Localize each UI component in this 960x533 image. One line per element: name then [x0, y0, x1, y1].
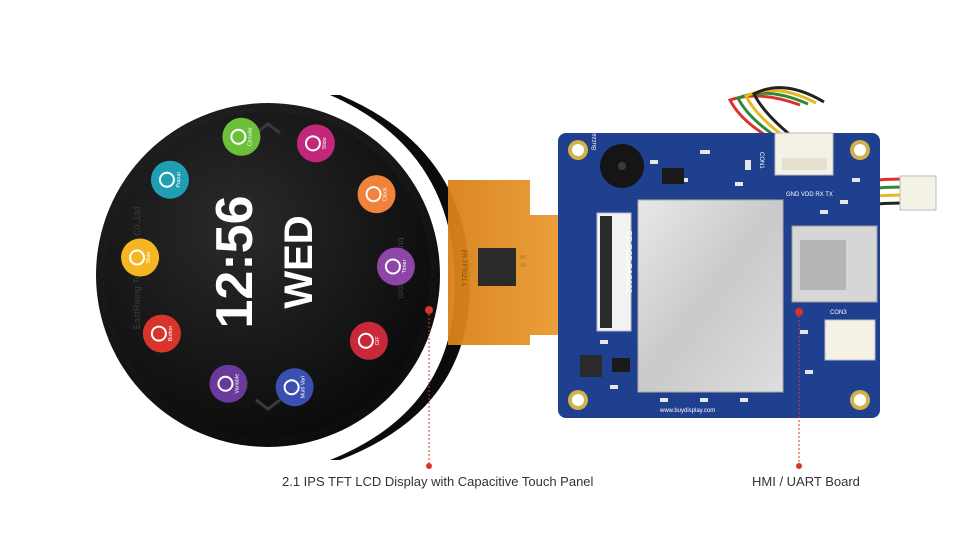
sd-connector-label: CON3: [830, 310, 847, 316]
app-label: GIF: [375, 336, 381, 346]
connector-label: CON1: [758, 152, 764, 169]
touch-controller-chip: [478, 248, 516, 286]
app-label: Popup: [176, 172, 182, 188]
gif-icon: [349, 321, 388, 360]
multi-variable-icon: [275, 368, 314, 407]
battery-connector: [824, 319, 876, 361]
app-icon-button[interactable]: Button: [142, 314, 181, 353]
display-caption: 2.1 IPS TFT LCD Display with Capacitive …: [282, 474, 594, 489]
callout-display: [425, 306, 433, 469]
app-icon-timer[interactable]: Timer: [376, 247, 415, 286]
smd-components: [600, 150, 860, 402]
app-icon-multi-vari[interactable]: Multi Vari: [275, 368, 314, 407]
buzzer-label: Buzzer: [592, 131, 598, 150]
regulator-chip: [612, 358, 630, 372]
callout-board: [795, 308, 803, 469]
circular-icon: [222, 117, 261, 156]
app-icon-slide[interactable]: Slide: [121, 238, 160, 277]
ic-chip: [662, 168, 684, 184]
variable-icon: [209, 364, 248, 403]
app-label: Variable: [234, 374, 240, 394]
app-icon-clock[interactable]: Clock: [357, 175, 396, 214]
app-icon-circular[interactable]: Circular: [222, 117, 261, 156]
app-icon-gif[interactable]: GIF: [349, 321, 388, 360]
app-label: Clock: [383, 187, 389, 201]
chevron-down-icon: [255, 398, 281, 411]
fpc-label: ER-TFT021-1: [460, 250, 466, 287]
app-label: Button: [168, 326, 174, 342]
side-connector: [899, 175, 937, 211]
app-label: Multi Vari: [301, 376, 307, 399]
app-label: Slide: [322, 137, 328, 149]
screen-day: WED: [277, 215, 321, 308]
inductor: [580, 355, 602, 377]
pin-labels: GND VDD RX TX: [786, 192, 833, 198]
board-caption: HMI / UART Board: [752, 474, 860, 489]
timer-icon: [376, 247, 415, 286]
app-icon-slide[interactable]: Slide: [296, 124, 335, 163]
board-website: www.buydisplay.com: [659, 408, 715, 414]
display-module: ER-TFT021-1 EastRising Technology Co.,Lt…: [96, 95, 595, 460]
display-screen: [105, 112, 431, 438]
hmi-board: Buzzer ER-PCB-BAS602 CON1 GND VDD RX TX …: [558, 86, 937, 418]
popup-icon: [150, 160, 189, 199]
clock-icon: [357, 175, 396, 214]
app-icon-popup[interactable]: Popup: [150, 160, 189, 199]
app-icon-variable[interactable]: Variable: [209, 364, 248, 403]
button-icon: [142, 314, 181, 353]
app-label: Timer: [402, 259, 408, 273]
slide-icon: [121, 238, 160, 277]
slider-icon: [296, 124, 335, 163]
screen-time: 12:56: [206, 196, 264, 329]
board-model: ER-PCB-BAS602: [624, 231, 633, 294]
app-label: Circular: [247, 127, 253, 146]
app-label: Slide: [146, 251, 152, 263]
chevron-up-icon: [255, 122, 281, 135]
rf-shield: [637, 199, 784, 393]
